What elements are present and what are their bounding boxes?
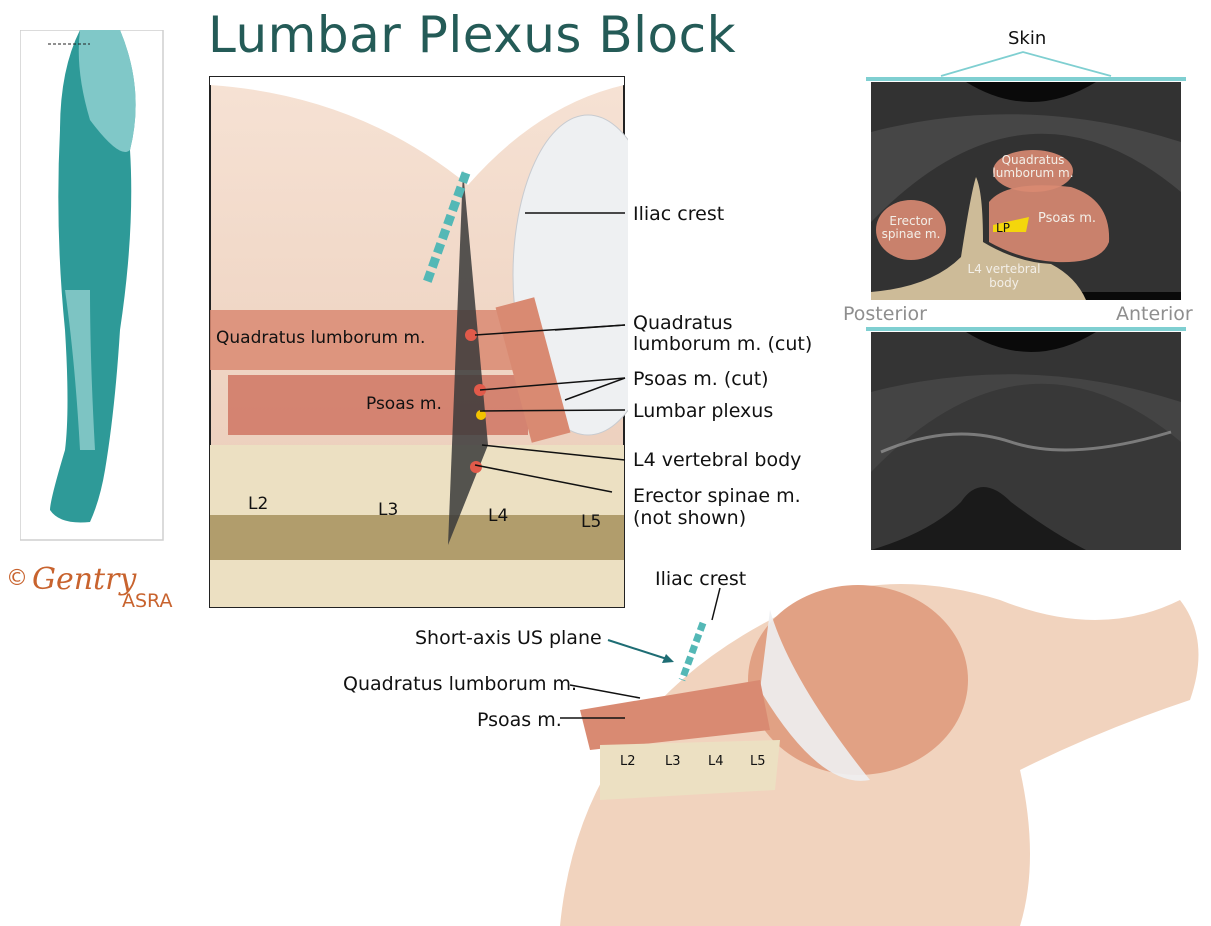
us-posterior-label: Posterior	[843, 303, 927, 325]
lower-body-figure: L2 L3 L4 L5	[540, 560, 1211, 926]
skin-bracket	[941, 52, 1111, 76]
callout-leader-lines	[300, 200, 640, 500]
copyright-mark: © Gentry ASRA	[6, 562, 196, 622]
us-label-vertebral-2: body	[989, 276, 1019, 290]
callout-quadratus-cut-line2: lumborum m. (cut)	[633, 333, 812, 355]
us-skin-label: Skin	[1008, 28, 1046, 50]
ultrasound-raw	[871, 332, 1181, 550]
artist-signature: Gentry	[32, 562, 136, 597]
lower-vertebrae	[600, 740, 780, 800]
lower-label-quadratus: Quadratus lumborum m.	[343, 673, 577, 695]
lower-vertebra-l3: L3	[665, 754, 681, 769]
us-label-psoas: Psoas m.	[1038, 211, 1096, 226]
page-title: Lumbar Plexus Block	[208, 6, 736, 64]
copyright-org: ASRA	[122, 590, 173, 612]
callout-psoas-cut: Psoas m. (cut)	[633, 368, 769, 390]
ultrasound-annotated: Quadratus lumborum m. Erector spinae m. …	[871, 82, 1181, 300]
lower-vertebra-l4: L4	[708, 754, 724, 769]
us-label-vertebral-1: L4 vertebral	[968, 262, 1041, 276]
copyright-symbol: ©	[6, 566, 28, 591]
callout-quadratus-cut-line1: Quadratus	[633, 312, 733, 334]
arrow-us-plane	[608, 640, 670, 660]
lower-vertebra-l2: L2	[620, 754, 636, 769]
leader-lower-quadratus	[570, 685, 640, 698]
leader-lower-iliac	[712, 588, 720, 620]
leader-psoas-cut	[480, 378, 625, 390]
skin-marker	[866, 48, 1186, 84]
lower-label-iliac-crest: Iliac crest	[655, 568, 746, 590]
lower-label-us-plane: Short-axis US plane	[415, 627, 602, 649]
leader-quadratus-cut-2	[555, 325, 625, 330]
us-label-lp: LP	[996, 221, 1010, 235]
callout-erector-line1: Erector spinae m.	[633, 485, 801, 507]
vertebra-label-l5: L5	[581, 512, 601, 532]
us-anterior-label: Anterior	[1116, 303, 1193, 325]
vertebra-label-l3: L3	[378, 500, 398, 520]
leg-sensory-map	[20, 30, 165, 542]
us-label-quadratus-1: Quadratus	[1002, 153, 1065, 167]
callout-erector-line2: (not shown)	[633, 507, 746, 529]
us-label-quadratus-2: lumborum m.	[992, 166, 1073, 180]
callout-l4-body: L4 vertebral body	[633, 449, 801, 471]
vertebra-label-l2: L2	[248, 494, 268, 514]
lower-label-psoas: Psoas m.	[477, 709, 562, 731]
us-label-erector-2: spinae m.	[882, 227, 941, 241]
leader-psoas-cut-2	[565, 378, 625, 400]
vertebra-label-l4: L4	[488, 506, 508, 526]
callout-iliac-crest: Iliac crest	[633, 203, 724, 225]
spinal-canal	[210, 515, 624, 560]
callout-lumbar-plexus: Lumbar plexus	[633, 400, 773, 422]
lower-vertebra-l5: L5	[750, 754, 766, 769]
us-label-erector-1: Erector	[889, 214, 932, 228]
leader-lumbar-plexus	[480, 410, 625, 411]
leader-erector	[475, 465, 612, 492]
leader-l4-body	[482, 445, 625, 460]
